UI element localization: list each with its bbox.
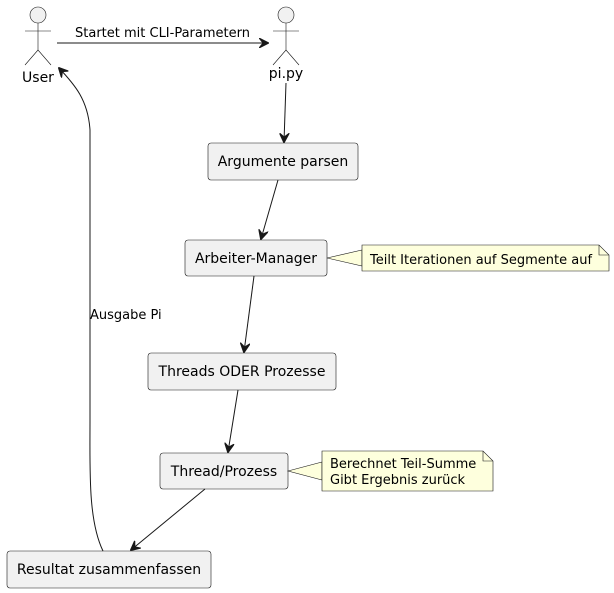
actor-user-label: User	[22, 70, 54, 86]
note-thread-prozess-shape	[321, 450, 494, 492]
actor-pipy-head-icon	[277, 6, 295, 24]
note-arbeiter-manager: Teilt Iterationen auf Segmente auf	[326, 244, 610, 272]
box-argumente-parsen-label: Argumente parsen	[218, 154, 349, 170]
note-arbeiter-manager-text: Teilt Iterationen auf Segmente auf	[369, 253, 592, 268]
note-arbeiter-manager-fold	[598, 245, 609, 256]
note-thread-prozess-connector	[286, 461, 323, 481]
note-thread-prozess-text-line2: Gibt Ergebnis zurück	[330, 473, 466, 488]
edge-pipy-to-parse	[284, 82, 286, 142]
edge-result-to-user-line	[59, 68, 104, 552]
actor-pipy-label: pi.py	[269, 66, 303, 82]
edge-parse-to-manager	[261, 179, 279, 239]
edge-result-to-user-label: Ausgabe Pi	[90, 308, 162, 323]
note-thread-prozess-fold	[482, 451, 493, 462]
box-threads-oder-prozesse: Threads ODER Prozesse	[147, 352, 337, 391]
edge-result-to-user: Ausgabe Pi	[59, 68, 162, 552]
edge-worker-to-result	[131, 488, 206, 550]
edge-manager-to-threads	[244, 275, 255, 352]
box-arbeiter-manager: Arbeiter-Manager	[184, 239, 328, 277]
actor-pipy-body-icon	[272, 23, 300, 66]
note-arbeiter-manager-shape	[361, 244, 610, 272]
box-thread-prozess: Thread/Prozess	[159, 452, 289, 490]
box-resultat-zusammenfassen-label: Resultat zusammenfassen	[17, 562, 201, 578]
edge-threads-to-worker	[228, 389, 239, 452]
box-threads-oder-prozesse-label: Threads ODER Prozesse	[158, 364, 326, 380]
edge-user-to-pipy: Startet mit CLI-Parametern	[57, 26, 268, 43]
edge-user-to-pipy-label: Startet mit CLI-Parametern	[75, 26, 250, 41]
box-resultat-zusammenfassen-shape	[6, 550, 212, 589]
note-arbeiter-manager-connector	[326, 249, 363, 267]
note-thread-prozess-text-line1: Berechnet Teil-Summe	[330, 457, 476, 472]
actor-user-body-icon	[24, 23, 52, 66]
note-thread-prozess: Berechnet Teil-Summe Gibt Ergebnis zurüc…	[286, 450, 494, 492]
box-thread-prozess-label: Thread/Prozess	[170, 464, 277, 480]
box-resultat-zusammenfassen: Resultat zusammenfassen	[6, 550, 212, 589]
box-argumente-parsen: Argumente parsen	[207, 142, 359, 181]
actor-user-head-icon	[29, 6, 47, 24]
box-arbeiter-manager-label: Arbeiter-Manager	[195, 251, 317, 267]
actor-user: User	[22, 6, 54, 86]
actor-pipy: pi.py	[269, 6, 303, 82]
